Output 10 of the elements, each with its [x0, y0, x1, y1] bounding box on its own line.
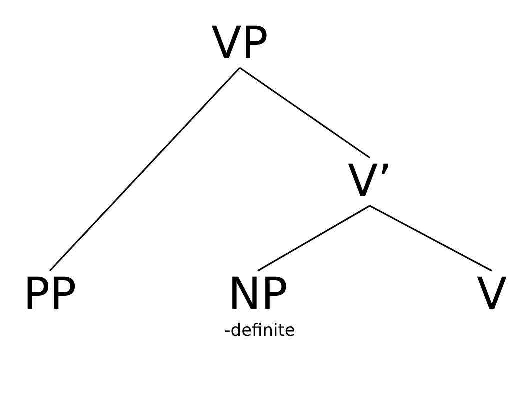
tree-node-label: VP [212, 22, 268, 66]
tree-node-label: V [476, 273, 508, 317]
feature-label: -definite [224, 321, 296, 341]
tree-branch [49, 67, 241, 272]
tree-branch [258, 205, 370, 272]
tree-branch [240, 67, 370, 159]
tree-node-label: V’ [348, 160, 392, 204]
tree-branch [370, 205, 492, 272]
tree-node-label: NP [228, 273, 288, 317]
tree-node-label: PP [23, 273, 77, 317]
